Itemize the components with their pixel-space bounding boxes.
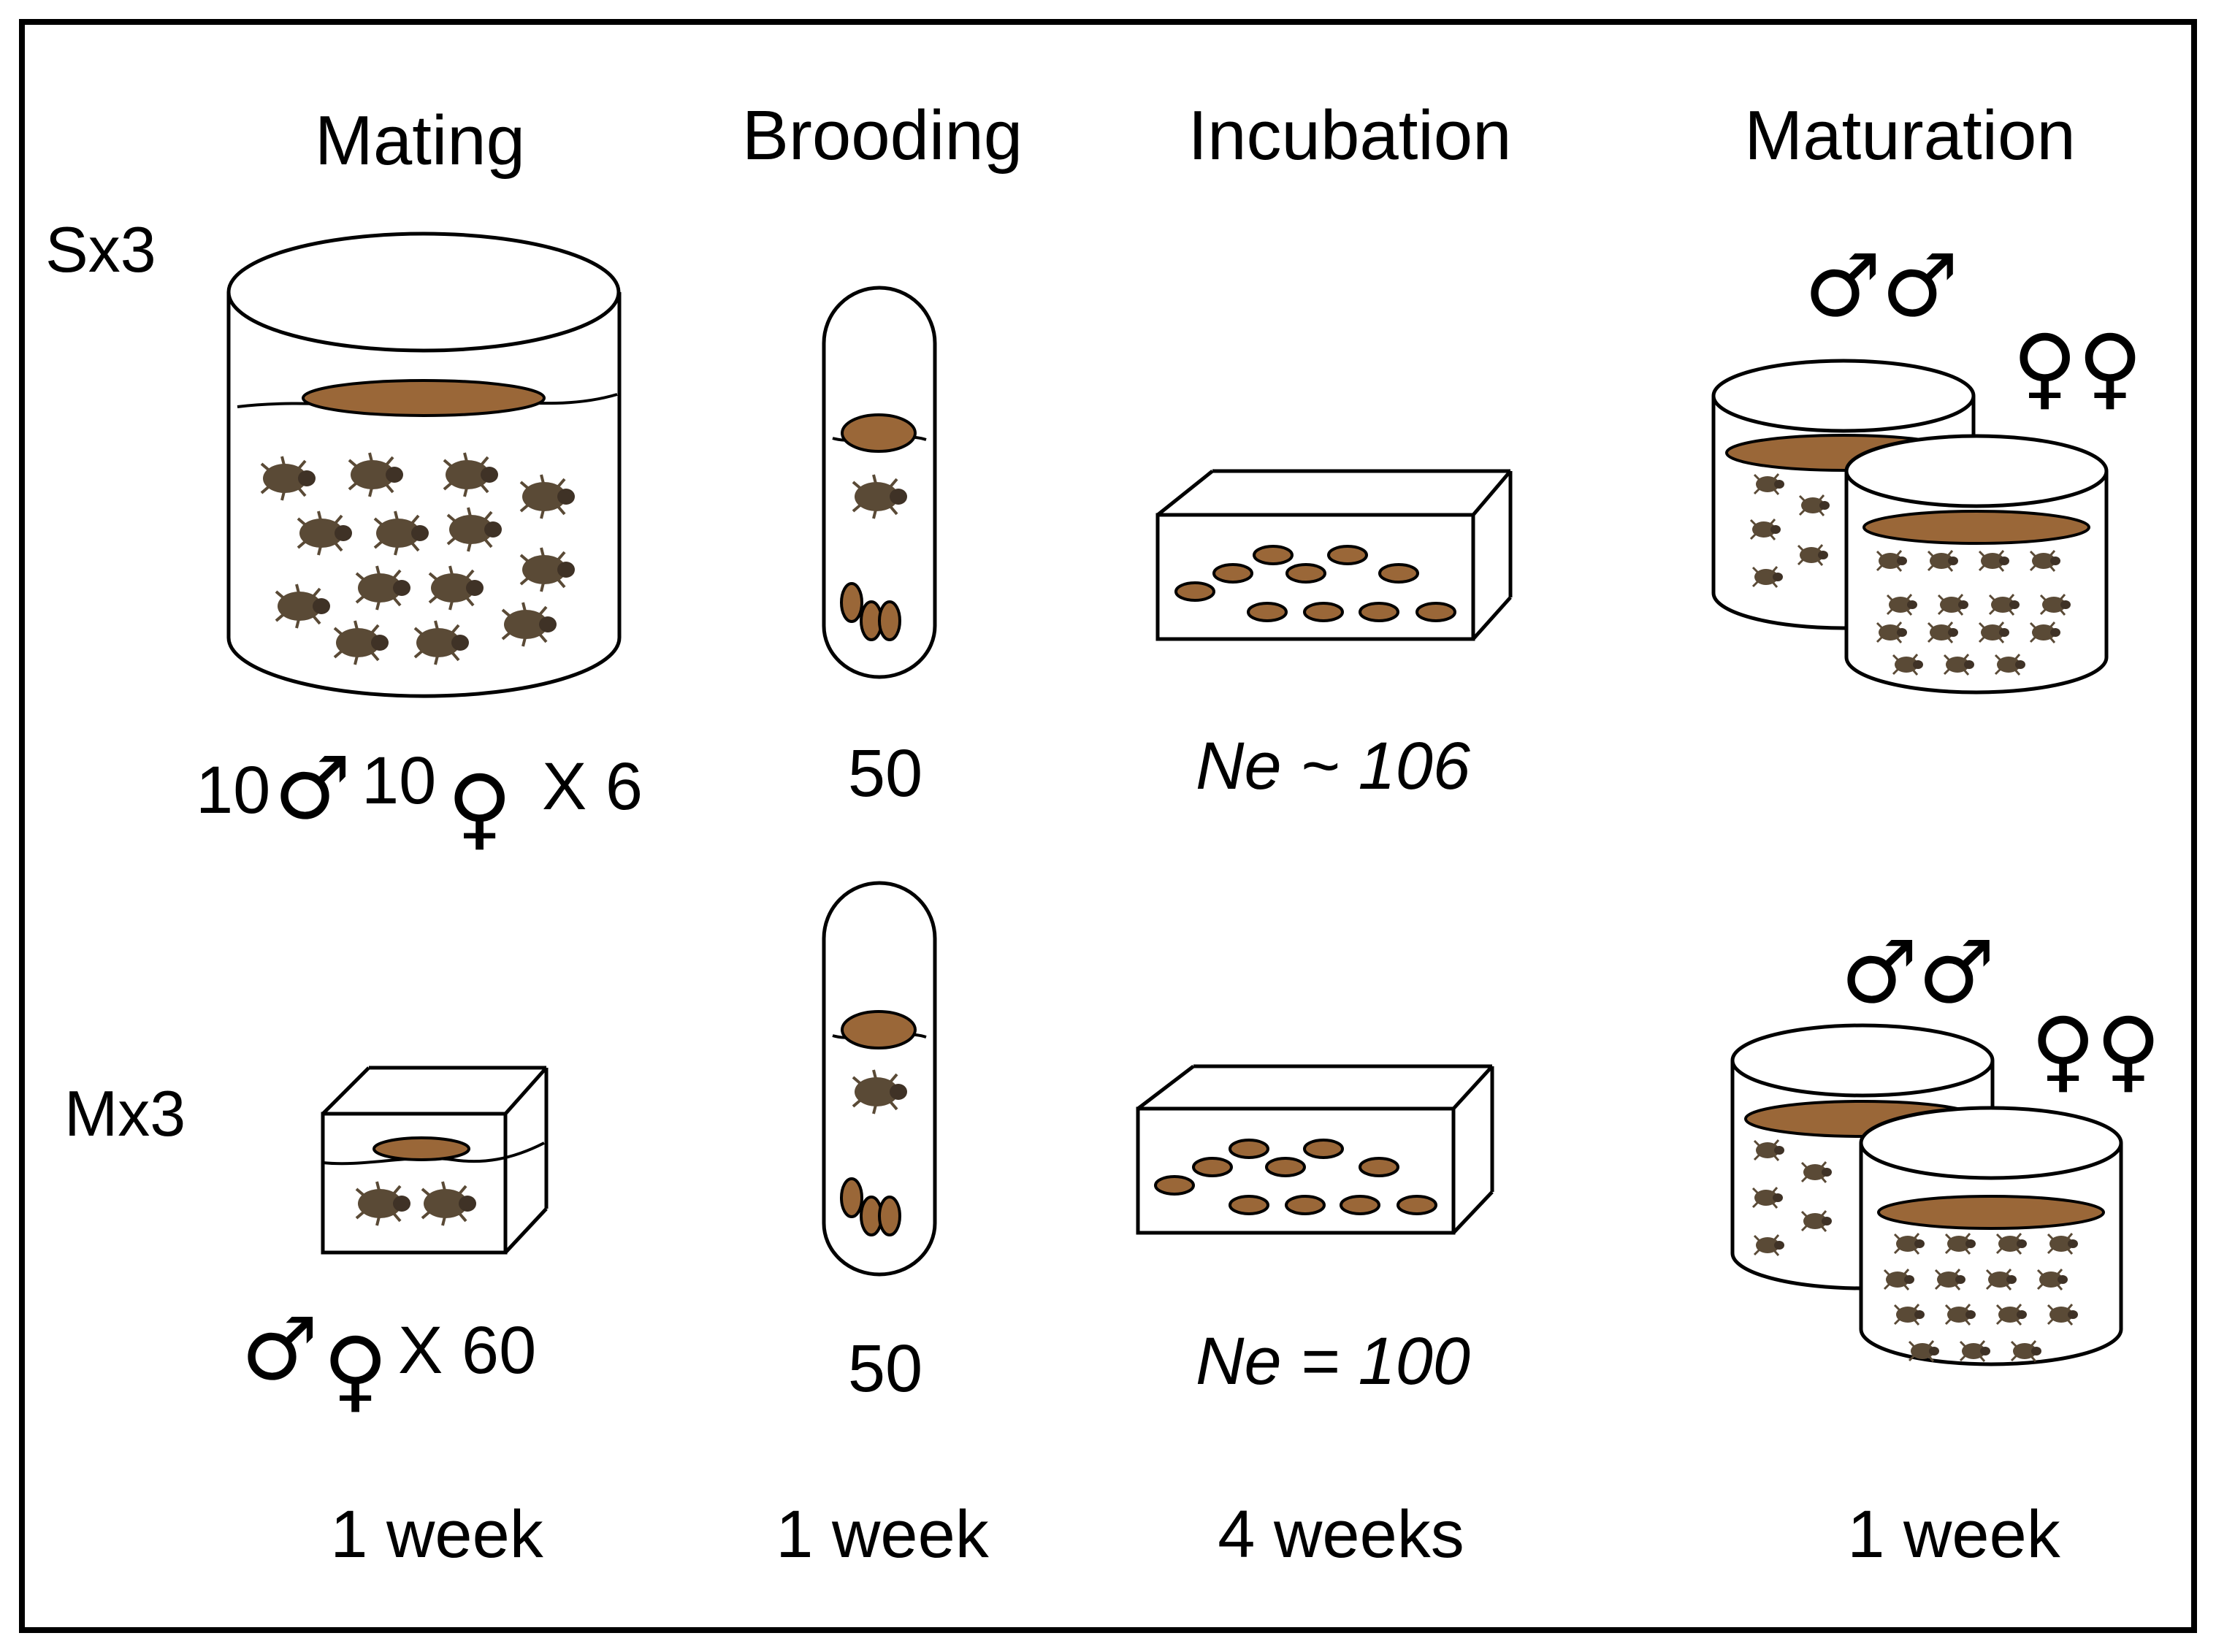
sx3-mating-medium xyxy=(302,379,546,417)
mx3-mating-count: ♂ ♀ X 60 xyxy=(241,1299,536,1422)
mx3-mating-box xyxy=(321,1066,549,1255)
sx3-brooding-medium xyxy=(841,413,917,453)
mx3-incubation-box xyxy=(1136,1064,1494,1235)
sx3-brooding-egg xyxy=(840,582,863,623)
male-symbol: ♂ xyxy=(241,1299,318,1399)
sx3-brooding-egg xyxy=(878,600,901,641)
mx3-brooding-medium xyxy=(841,1010,917,1049)
sx3-incubation-box xyxy=(1155,469,1513,641)
mx3-incubation-eggs xyxy=(1154,1139,1437,1215)
row-label-sx3: Sx3 xyxy=(45,213,156,286)
sx3-brooding-count: 50 xyxy=(848,736,922,811)
sx3-male-pair: ♂♂ xyxy=(1804,235,1959,336)
male-symbol: ♂ xyxy=(274,738,351,838)
mx3-brooding-tube xyxy=(822,881,937,1277)
sx3-brooding-tube xyxy=(822,286,937,679)
duration-mating: 1 week xyxy=(330,1497,543,1572)
figure-border xyxy=(19,19,2197,1633)
sx3-incubation-eggs xyxy=(1174,545,1456,622)
duration-incubation: 4 weeks xyxy=(1218,1497,1464,1572)
sx3-mating-multiplier: X 6 xyxy=(542,749,643,824)
stage-header-maturation: Maturation xyxy=(1744,96,2076,175)
stage-header-mating: Mating xyxy=(315,102,525,180)
mx3-brooding-egg xyxy=(878,1196,901,1236)
female-symbol: ♀ xyxy=(447,756,512,860)
mx3-maturation-jar-front xyxy=(1859,1106,2123,1366)
mx3-female-pair: ♀♀ xyxy=(2030,998,2161,1102)
female-symbol: ♀ xyxy=(323,1318,388,1422)
sx3-female-count: 10 xyxy=(362,743,436,818)
row-label-mx3: Mx3 xyxy=(64,1077,186,1150)
stage-header-brooding: Brooding xyxy=(742,96,1023,175)
mx3-mating-multiplier: X 60 xyxy=(398,1313,536,1388)
sx3-female-pair: ♀♀ xyxy=(2012,316,2143,419)
sx3-effective-population: Ne ~ 106 xyxy=(1196,729,1471,803)
sx3-maturation-jar-front xyxy=(1844,434,2109,695)
mx3-brooding-egg xyxy=(840,1177,863,1218)
mx3-male-pair: ♂♂ xyxy=(1841,922,1995,1022)
duration-maturation: 1 week xyxy=(1847,1497,2060,1572)
sx3-mating-count: 10 ♂ 10 ♀ X 6 xyxy=(196,738,643,860)
sx3-mating-beetles xyxy=(260,451,576,666)
sx3-mating-jar xyxy=(226,232,622,698)
duration-brooding: 1 week xyxy=(776,1497,989,1572)
mx3-mating-medium xyxy=(372,1136,470,1161)
sx3-male-count: 10 xyxy=(196,753,270,827)
mx3-brooding-count: 50 xyxy=(848,1331,922,1406)
mx3-effective-population: Ne = 100 xyxy=(1196,1324,1470,1399)
stage-header-incubation: Incubation xyxy=(1188,96,1511,175)
